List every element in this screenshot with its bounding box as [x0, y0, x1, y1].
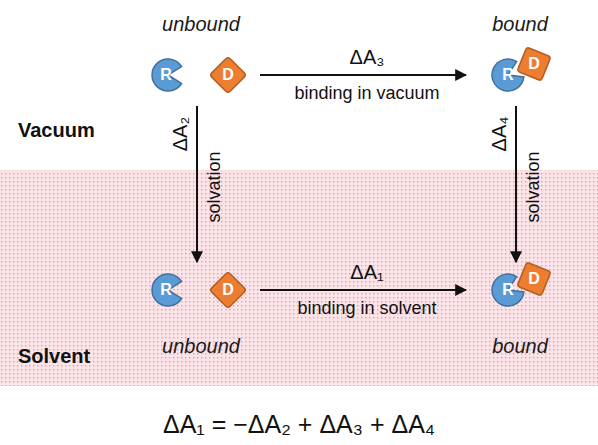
- drug-shape: D: [514, 259, 554, 299]
- process-arrow: [515, 106, 517, 262]
- process-arrow: [260, 289, 466, 291]
- state-group: unboundRD: [146, 12, 256, 102]
- free-energy-label: ΔA₁: [350, 261, 383, 284]
- state-group: boundRD: [470, 12, 570, 102]
- process-arrow: [196, 106, 198, 262]
- shape-letter: D: [208, 55, 248, 95]
- state-label: bound: [470, 334, 570, 358]
- receptor-shape: R: [150, 57, 186, 93]
- process-label: solvation: [204, 151, 225, 222]
- shape-letter: R: [150, 272, 186, 308]
- state-group: boundRD: [470, 266, 570, 358]
- drug-shape: D: [514, 44, 554, 84]
- state-group: unbound RD: [146, 266, 256, 358]
- process-label: binding in vacuum: [294, 83, 439, 104]
- solvent-region: [0, 170, 598, 386]
- region-label: Vacuum: [18, 119, 95, 142]
- drug-shape: D: [208, 270, 248, 310]
- free-energy-label: ΔA₂: [169, 117, 192, 151]
- state-label: unbound: [146, 12, 256, 36]
- shape-letter: R: [150, 57, 186, 93]
- region-label: Solvent: [18, 345, 90, 368]
- free-energy-label: ΔA₄: [488, 117, 511, 152]
- state-label: unbound: [146, 334, 256, 358]
- equation: ΔA₁ = −ΔA₂ + ΔA₃ + ΔA₄: [163, 410, 435, 439]
- process-label: binding in solvent: [297, 298, 436, 319]
- shape-letter: D: [514, 259, 554, 299]
- process-arrow: [260, 74, 466, 76]
- shape-letter: D: [208, 270, 248, 310]
- process-label: solvation: [523, 151, 544, 222]
- shape-letter: D: [514, 44, 554, 84]
- drug-shape: D: [208, 55, 248, 95]
- free-energy-label: ΔA₃: [350, 46, 385, 69]
- state-label: bound: [470, 12, 570, 36]
- receptor-shape: R: [150, 272, 186, 308]
